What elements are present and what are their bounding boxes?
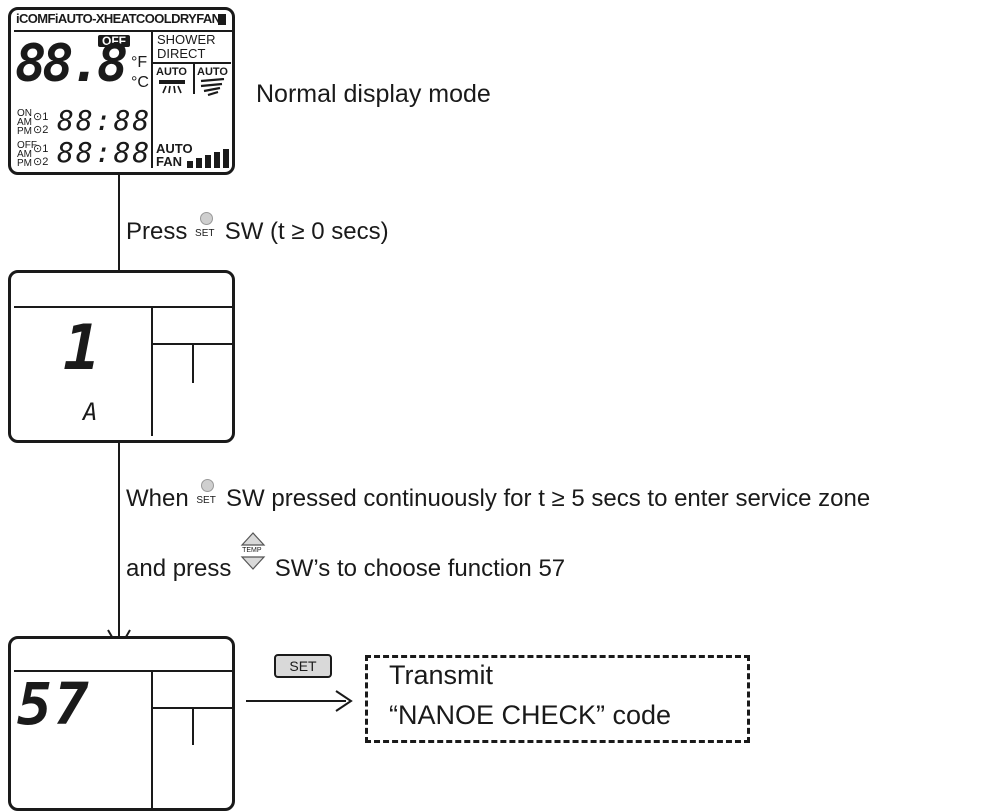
direct-label: DIRECT [157,46,206,61]
set-button[interactable]: SET [274,654,332,678]
divider [151,670,153,810]
step1-caption: Press SET SW (t ≥ 0 secs) [126,212,389,246]
airflow-horizontal-icon [200,78,225,96]
pm-label: PM [17,158,32,169]
airflow-vertical-icon [159,80,185,94]
temp-up-icon [240,532,266,546]
timer-2-label: 2 [42,124,49,136]
clock-icon: ⊙1 [33,143,49,155]
function-digit: 1 [63,311,101,384]
divider [151,306,153,436]
temp-switch-icon: TEMP [238,532,268,583]
on-label: ON [17,108,32,119]
auto-right-label: AUTO [197,66,228,78]
temperature-digits: 88.8 [15,34,128,94]
arrow-right-icon [335,690,353,712]
function-57-digits: 57 [17,670,91,738]
time-row-off: 88:88 [57,136,152,169]
divider [14,670,232,672]
mode-bar: iCOMFiAUTO-XHEATCOOLDRYFAN [16,11,221,26]
unit-celsius: °C [131,74,149,91]
temp-switch-label: TEMP [242,547,262,554]
flow-line [118,175,120,270]
divider [14,30,232,32]
divider [153,62,231,64]
am-label: AM [17,117,32,128]
set-switch-dot [201,479,215,492]
transmit-box [365,655,750,743]
timer-1-label: 1 [42,111,49,123]
step2-rest-label: SW pressed continuously for t ≥ 5 secs t… [226,485,871,512]
divider [151,30,153,168]
set-switch-icon: SET [195,479,219,513]
step3-caption: and press TEMP SW’s to choose function 5… [126,532,566,583]
transmit-line2: “NANOE CHECK” code [389,700,672,730]
am-label: AM [17,149,32,160]
time-row-on: 88:88 [57,104,152,137]
lcd-function-57: 57 [8,636,235,811]
off-label: OFF [17,140,37,151]
mode-bar-block [218,14,226,25]
lcd-normal-display: iCOMFiAUTO-XHEATCOOLDRYFAN OFF 88.8 °F °… [8,7,235,175]
transmit-arrow-line [246,700,346,702]
divider [193,62,195,94]
timer-1-label: 1 [42,143,49,155]
fan-speed-bars-icon [187,149,229,168]
divider [14,306,232,308]
set-switch-label: SET [196,495,216,506]
clock-icon: ⊙1 [33,111,49,123]
pm-label: PM [17,126,32,137]
temp-down-icon [240,556,266,570]
fan-auto-label: AUTO [156,141,193,156]
fan-label: FAN [156,154,182,169]
flow-line [118,443,120,643]
step3-and-label: and press [126,555,232,582]
set-switch-label: SET [195,228,215,239]
off-badge: OFF [98,35,130,47]
auto-left-label: AUTO [156,66,187,78]
clock-icon: ⊙2 [33,156,49,168]
step1-rest-label: SW (t ≥ 0 secs) [224,218,389,245]
set-switch-icon: SET [194,212,218,246]
clock-icon: ⊙2 [33,124,49,136]
step1-press-label: Press [126,218,188,245]
timer-2-label: 2 [42,156,49,168]
step2-caption: When SET SW pressed continuously for t ≥… [126,479,871,513]
divider [192,707,194,745]
lcd-service-entry: 1 A [8,270,235,443]
function-sub-digit: A [83,398,98,426]
shower-label: SHOWER [157,32,216,47]
step3-rest-label: SW’s to choose function 57 [274,555,566,582]
step2-when-label: When [126,485,189,512]
unit-fahrenheit: °F [131,54,148,71]
set-switch-dot [200,212,214,225]
caption-normal-display: Normal display mode [256,80,491,108]
divider [192,343,194,383]
transmit-line1: Transmit [389,660,494,690]
